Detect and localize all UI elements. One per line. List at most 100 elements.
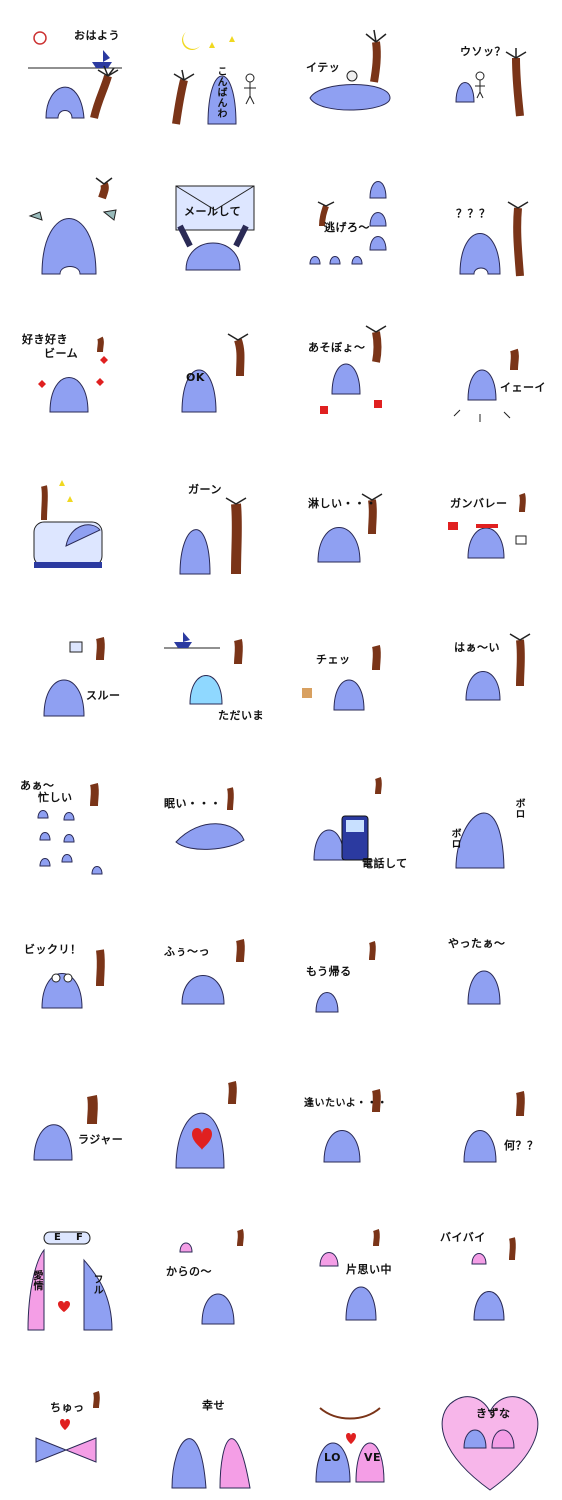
sticker-ohayou[interactable]: おはよう (0, 0, 140, 150)
sticker-chu[interactable]: ちゅっ (0, 1350, 140, 1500)
sticker-nani[interactable]: 何？？ (420, 1050, 560, 1200)
sticker-roger[interactable]: ラジャー (0, 1050, 140, 1200)
sticker-nigero[interactable]: 逃げろ〜 (280, 150, 420, 300)
sticker-illustration (28, 177, 117, 275)
sticker-shiawase[interactable]: 幸せ (140, 1350, 280, 1500)
sticker-ok[interactable]: OK (140, 300, 280, 450)
sticker-text: ？？？ (456, 207, 491, 220)
sticker-itte[interactable]: イテッ (280, 0, 420, 150)
sticker-isogashii[interactable]: あぁ〜 忙しい (0, 750, 140, 900)
sticker-yei[interactable]: イェーイ (420, 300, 560, 450)
sticker-text: イェーイ (500, 381, 546, 394)
sticker-text: やったぁ〜 (448, 937, 506, 950)
sticker-usso[interactable]: ウソッ？ (420, 0, 560, 150)
sticker-byebye[interactable]: バイバイ (420, 1200, 560, 1350)
sticker-tadaima[interactable]: ただいま (140, 600, 280, 750)
sticker-illustration (28, 31, 122, 119)
sticker-illustration (467, 970, 501, 1005)
sticker-text: ラジャー (78, 1133, 124, 1146)
sticker-chet[interactable]: チェッ (280, 600, 420, 750)
sticker-aitai[interactable]: 逢いたいよ・・・ (280, 1050, 420, 1200)
sticker-suruu[interactable]: スルー (0, 600, 140, 750)
sticker-mou-kaeru[interactable]: もう帰る (280, 900, 420, 1050)
sticker-haai[interactable]: はぁ〜い (420, 600, 560, 750)
sticker-kataomoi[interactable]: 片思い中 (280, 1200, 420, 1350)
sticker-illustration (33, 1095, 98, 1161)
sticker-illustration (179, 1229, 244, 1325)
sticker-illustration (175, 185, 255, 271)
sticker-suki-beam[interactable]: 好き好き ビーム (0, 300, 140, 450)
sticker-text: イテッ (306, 61, 341, 74)
sticker-illustration (455, 48, 527, 117)
sticker-text: ふぅ〜っ (164, 945, 210, 958)
sticker-sabishii[interactable]: 淋しい・・・ (280, 450, 420, 600)
sticker-text: バイバイ (440, 1231, 486, 1244)
sticker-text: おはよう (74, 29, 120, 42)
sticker-illustration (43, 637, 105, 717)
sticker-illustration (164, 632, 243, 705)
sticker-asobo[interactable]: あそぼょ〜 (280, 300, 420, 450)
sticker-text-3: 愛情 (31, 1270, 42, 1291)
sticker-text: 片思い中 (346, 1263, 392, 1276)
sticker-text: E (54, 1232, 62, 1243)
sticker-text-4: フル (91, 1274, 102, 1295)
sticker-illustration (459, 201, 529, 277)
sticker-aijou-full[interactable]: E F 愛情 フル (0, 1200, 140, 1350)
sticker-text-2: VE (364, 1451, 382, 1464)
sticker-text: ボロ (513, 798, 524, 819)
sticker-illustration (315, 1407, 385, 1483)
sticker-text: ガーン (188, 483, 222, 496)
sticker-boro[interactable]: ボロ ボロ (420, 750, 560, 900)
sticker-yattaa[interactable]: やったぁ〜 (420, 900, 560, 1050)
sticker-nemui[interactable]: 眠い・・・ (140, 750, 280, 900)
sticker-karano[interactable]: からの〜 (140, 1200, 280, 1350)
sticker-illustration (172, 32, 256, 125)
sticker-bath[interactable] (0, 450, 140, 600)
sticker-illustration (463, 1091, 525, 1163)
sticker-text: 電話して (362, 857, 408, 870)
sticker-text: 眠い・・・ (164, 797, 222, 810)
sticker-text: OK (186, 371, 205, 384)
sticker-ganbare[interactable]: ガンバレー (420, 450, 560, 600)
sticker-illustration (465, 633, 531, 701)
sticker-text: あぁ〜 (20, 779, 55, 792)
sticker-text-2: F (76, 1232, 84, 1243)
sticker-text-2: 忙しい (38, 791, 73, 804)
sticker-fuu[interactable]: ふぅ〜っ (140, 900, 280, 1050)
sticker-heart[interactable] (140, 1050, 280, 1200)
sticker-angry[interactable] (0, 150, 140, 300)
sticker-text: 逢いたいよ・・・ (304, 1098, 388, 1109)
sticker-gaan[interactable]: ガーン (140, 450, 280, 600)
sticker-illustration (181, 939, 245, 1005)
sticker-text: 逃げろ〜 (324, 221, 370, 234)
sticker-illustration (175, 787, 245, 850)
sticker-question[interactable]: ？？？ (420, 150, 560, 300)
sticker-illustration (317, 493, 383, 563)
sticker-illustration (179, 497, 247, 575)
sticker-bikkuri[interactable]: ビックリ！ (0, 900, 140, 1050)
sticker-text: あそぼょ〜 (308, 341, 366, 354)
sticker-love[interactable]: LO VE (280, 1350, 420, 1500)
sticker-illustration (309, 181, 387, 265)
sticker-illustration (171, 1438, 251, 1489)
sticker-illustration (181, 333, 249, 413)
sticker-text: 淋しい・・・ (308, 497, 377, 510)
sticker-text: 幸せ (202, 1399, 225, 1412)
sticker-illustration (320, 325, 387, 414)
sticker-mail-shite[interactable]: メールして (140, 150, 280, 300)
sticker-illustration (319, 1229, 380, 1321)
sticker-text: LO (324, 1451, 341, 1464)
sticker-denwa[interactable]: 電話して (280, 750, 420, 900)
sticker-text: スルー (86, 689, 121, 702)
sticker-konbanwa[interactable]: こんばんわ (140, 0, 280, 150)
sticker-illustration (37, 783, 103, 875)
sticker-illustration (35, 1391, 100, 1463)
sticker-illustration (441, 1396, 539, 1491)
sticker-illustration (455, 812, 505, 869)
sticker-text: ビックリ！ (24, 943, 82, 956)
sticker-illustration (33, 480, 103, 568)
sticker-illustration (471, 1237, 516, 1321)
sticker-text: はぁ〜い (454, 641, 500, 654)
sticker-kizuna[interactable]: きずな (420, 1350, 560, 1500)
